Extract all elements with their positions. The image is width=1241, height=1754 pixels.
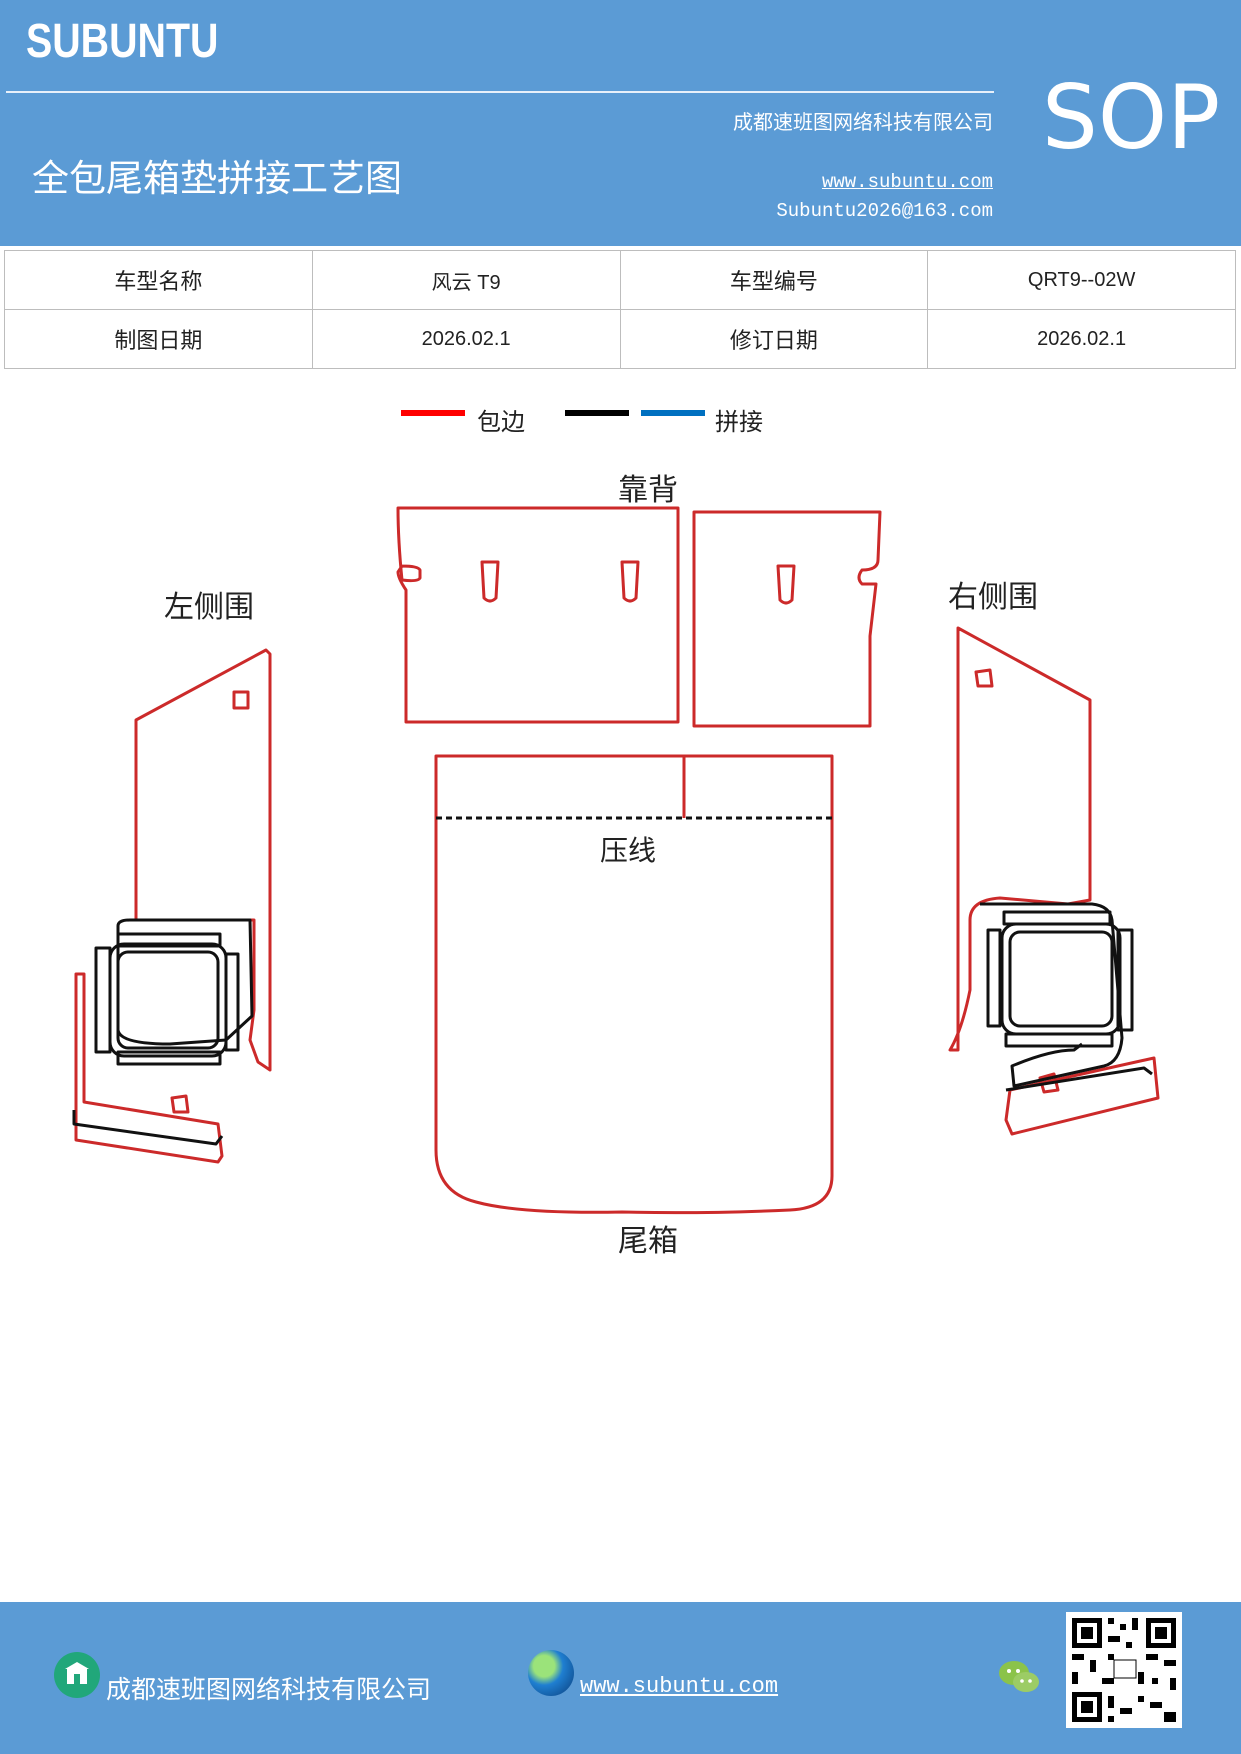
qr-code: [1066, 1612, 1182, 1728]
right-side-piece: [948, 626, 1092, 1052]
backrest-left-slot-1: [480, 560, 500, 603]
legend-label-edge: 包边: [477, 408, 525, 436]
value-cell: QRT9--02W: [927, 250, 1236, 310]
header-divider: [6, 91, 994, 93]
legend-swatch-seam: [641, 410, 705, 416]
left-side-lower: [74, 972, 224, 1164]
label-cell: 车型编号: [619, 250, 929, 310]
sop-badge: SOP: [1042, 66, 1221, 169]
label-cell: 制图日期: [4, 309, 313, 369]
label-trunk: 尾箱: [618, 1224, 678, 1259]
right-lower-band: [1005, 1066, 1153, 1092]
left-side-piece: [134, 648, 272, 1072]
right-side-lower-hole: [1038, 1072, 1060, 1094]
backrest-right-slot: [776, 564, 796, 605]
left-well-bar-bottom: [116, 1050, 222, 1066]
right-well-bar-left: [986, 928, 1002, 1028]
table-row: 车型名称 风云 T9 车型编号 QRT9--02W: [4, 250, 1236, 310]
mat-layout-diagram: 靠背 左侧围 右侧围 压线 尾箱: [72, 473, 1160, 1259]
label-right-side: 右侧围: [948, 580, 1038, 615]
right-well-bar-top: [1002, 910, 1112, 926]
left-lower-band: [72, 1110, 224, 1146]
legend-swatch-edge: [401, 410, 465, 416]
document-title: 全包尾箱垫拼接工艺图: [32, 157, 402, 200]
label-cell: 修订日期: [619, 309, 929, 369]
legend-swatch-black: [565, 410, 629, 416]
label-backrest: 靠背: [618, 473, 678, 508]
right-well-outline: [980, 902, 1124, 1088]
left-well-bar-left: [94, 946, 112, 1054]
backrest-left-piece: [396, 506, 680, 724]
value-cell: 2026.02.1: [311, 309, 621, 369]
legend: 包边 拼接: [0, 400, 1241, 440]
wechat-icon[interactable]: [996, 1654, 1042, 1700]
right-well-frame: [1000, 922, 1122, 1036]
legend-label-seam: 拼接: [715, 408, 763, 436]
website-link[interactable]: www.subuntu.com: [821, 171, 993, 193]
right-well-bar-right: [1116, 928, 1134, 1032]
left-well-bar-right: [224, 952, 240, 1052]
left-well-outline: [116, 918, 254, 1046]
right-well-bar-bottom: [1004, 1032, 1114, 1048]
right-well-inner: [1008, 930, 1114, 1028]
label-crease: 压线: [600, 834, 656, 867]
left-side-lower-hole: [170, 1094, 190, 1114]
brand-logo: SUBUNTU: [26, 15, 219, 68]
left-well-bar-top: [116, 932, 222, 948]
backrest-left-slot-2: [620, 560, 640, 603]
left-well-inner: [116, 950, 220, 1050]
trunk-floor-piece: [434, 754, 834, 1215]
page-header: SUBUNTU 成都速班图网络科技有限公司 全包尾箱垫拼接工艺图 www.sub…: [0, 0, 1241, 246]
left-side-hole: [232, 690, 250, 710]
globe-icon: [528, 1650, 574, 1696]
email-address[interactable]: Subuntu2026@163.com: [776, 200, 993, 222]
backrest-right-piece: [692, 510, 882, 728]
right-side-lower: [1004, 1056, 1160, 1136]
footer-website-link[interactable]: www.subuntu.com: [580, 1674, 779, 1699]
building-icon: [54, 1652, 100, 1698]
vehicle-info-table: 车型名称 风云 T9 车型编号 QRT9--02W 制图日期 2026.02.1…: [4, 250, 1236, 369]
value-cell: 风云 T9: [311, 250, 621, 310]
right-side-hole: [974, 668, 994, 688]
page-footer: 成都速班图网络科技有限公司 www.subuntu.com: [0, 1602, 1241, 1754]
label-left-side: 左侧围: [164, 590, 254, 625]
label-cell: 车型名称: [4, 250, 313, 310]
company-name: 成都速班图网络科技有限公司: [733, 110, 993, 134]
table-row: 制图日期 2026.02.1 修订日期 2026.02.1: [4, 309, 1236, 369]
footer-company-name: 成都速班图网络科技有限公司: [106, 1675, 432, 1704]
value-cell: 2026.02.1: [927, 309, 1236, 369]
